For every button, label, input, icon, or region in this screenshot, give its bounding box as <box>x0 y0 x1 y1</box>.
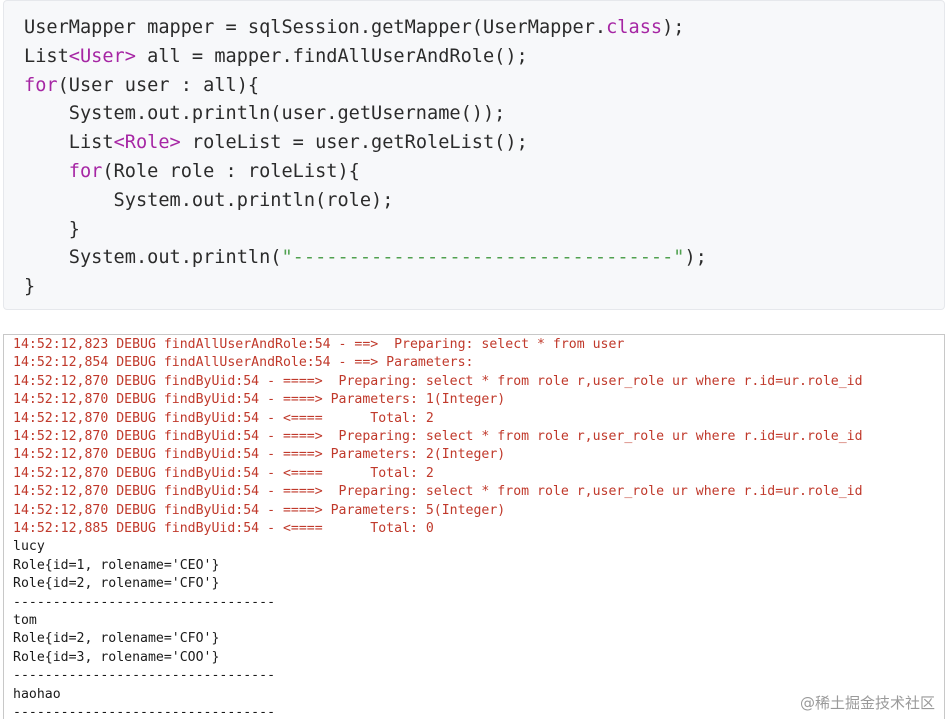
output-line: haohao <box>13 686 61 702</box>
output-line: Role{id=1, rolename='CEO'} <box>13 557 220 573</box>
code-line: UserMapper mapper = sqlSession.getMapper… <box>24 17 685 38</box>
debug-log-line: 14:52:12,870 DEBUG findByUid:54 - ====> … <box>13 392 506 408</box>
code-line: List<User> all = mapper.findAllUserAndRo… <box>24 45 528 67</box>
output-line: lucy <box>13 539 45 555</box>
code-line: for(Role role : roleList){ <box>68 161 360 182</box>
debug-log-line: 14:52:12,854 DEBUG findAllUserAndRole:54… <box>13 355 482 371</box>
output-line: Role{id=2, rolename='CFO'} <box>13 576 220 592</box>
separator-line: --------------------------------- <box>13 668 276 684</box>
debug-log-line: 14:52:12,870 DEBUG findByUid:54 - ====> … <box>13 447 506 463</box>
code-line: for(User user : all){ <box>24 74 260 96</box>
debug-log-line: 14:52:12,870 DEBUG findByUid:54 - <==== … <box>13 465 434 481</box>
code-line: List<Role> roleList = user.getRoleList()… <box>24 132 528 154</box>
debug-log-line: 14:52:12,870 DEBUG findByUid:54 - <==== … <box>13 410 434 426</box>
console-output: 14:52:12,823 DEBUG findAllUserAndRole:54… <box>3 334 945 719</box>
debug-log-line: 14:52:12,823 DEBUG findAllUserAndRole:54… <box>13 337 625 352</box>
output-line: tom <box>13 613 37 628</box>
output-line: Role{id=2, rolename='CFO'} <box>13 631 220 647</box>
separator-line: --------------------------------- <box>13 705 276 719</box>
watermark: @稀土掘金技术社区 <box>796 692 938 713</box>
code-line: System.out.println(user.getUsername()); <box>24 103 506 125</box>
code-line: } <box>24 276 36 298</box>
debug-log-line: 14:52:12,870 DEBUG findByUid:54 - ====> … <box>13 484 863 500</box>
debug-log-line: 14:52:12,885 DEBUG findByUid:54 - <==== … <box>13 521 434 536</box>
code-line: System.out.println("--------------------… <box>24 247 707 269</box>
code-block: UserMapper mapper = sqlSession.getMapper… <box>3 0 945 310</box>
separator-line: --------------------------------- <box>13 594 276 610</box>
code-line: } <box>24 218 80 240</box>
debug-log-line: 14:52:12,870 DEBUG findByUid:54 - ====> … <box>13 373 863 389</box>
code-line: System.out.println(role); <box>24 189 394 211</box>
debug-log-line: 14:52:12,870 DEBUG findByUid:54 - ====> … <box>13 502 506 518</box>
output-line: Role{id=3, rolename='COO'} <box>13 649 220 665</box>
debug-log-line: 14:52:12,870 DEBUG findByUid:54 - ====> … <box>13 429 863 444</box>
